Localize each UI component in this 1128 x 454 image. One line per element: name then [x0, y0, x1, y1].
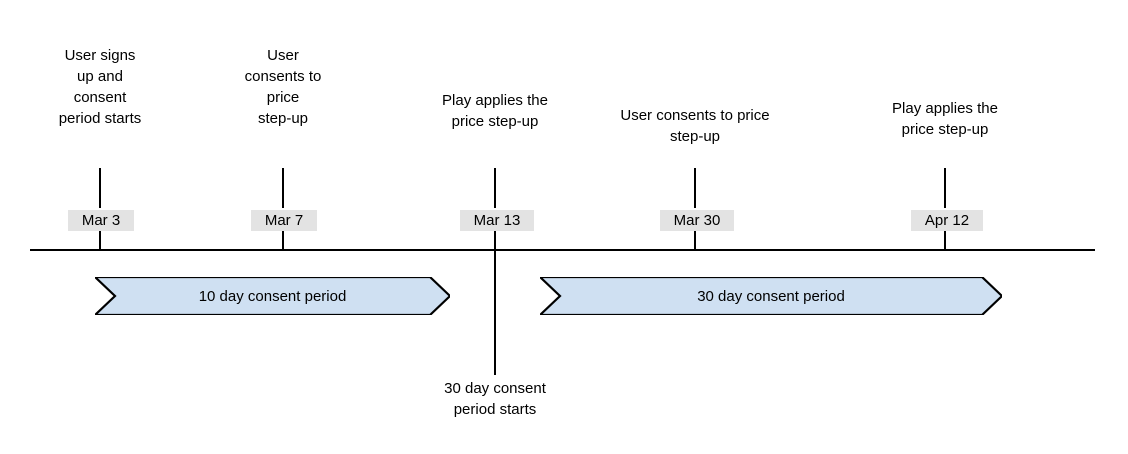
- consent-band-10-day[interactable]: 10 day consent period: [95, 277, 450, 315]
- chevron-shape-30-day: [540, 277, 1002, 315]
- consent-band-10-day-label: 10 day consent period: [198, 287, 347, 305]
- consent-band-30-day[interactable]: 30 day consent period: [540, 277, 1002, 315]
- leader-line-apr-12: [944, 168, 946, 208]
- event-caption-mar-3: User signs up and consent period starts: [58, 47, 142, 127]
- leader-line-mar-3: [99, 168, 101, 208]
- event-caption-mar-30: User consents to price step-up: [620, 107, 770, 145]
- tick-mar-30: [694, 231, 696, 251]
- mar-13-drop-line: [494, 231, 496, 375]
- leader-line-mar-13: [494, 168, 496, 208]
- leader-line-mar-7: [282, 168, 284, 208]
- event-caption-mar-13: Play applies the price step-up: [442, 92, 548, 130]
- date-chip-mar-13: Mar 13: [460, 210, 534, 231]
- tick-apr-12: [944, 231, 946, 251]
- event-caption-mar-7: User consents to price step-up: [244, 47, 322, 127]
- leader-line-mar-30: [694, 168, 696, 208]
- tick-mar-3: [99, 231, 101, 251]
- date-chip-mar-3: Mar 3: [68, 210, 134, 231]
- tick-mar-7: [282, 231, 284, 251]
- consent-band-30-day-label: 30 day consent period: [697, 287, 845, 305]
- bottom-annotation-30-day-start: 30 day consent period starts: [444, 380, 546, 418]
- chevron-shape-10-day: [95, 277, 450, 315]
- date-chip-mar-7: Mar 7: [251, 210, 317, 231]
- date-chip-mar-30: Mar 30: [660, 210, 734, 231]
- timeline-axis-line: [30, 249, 1095, 251]
- date-chip-apr-12: Apr 12: [911, 210, 983, 231]
- event-caption-apr-12: Play applies the price step-up: [892, 100, 998, 138]
